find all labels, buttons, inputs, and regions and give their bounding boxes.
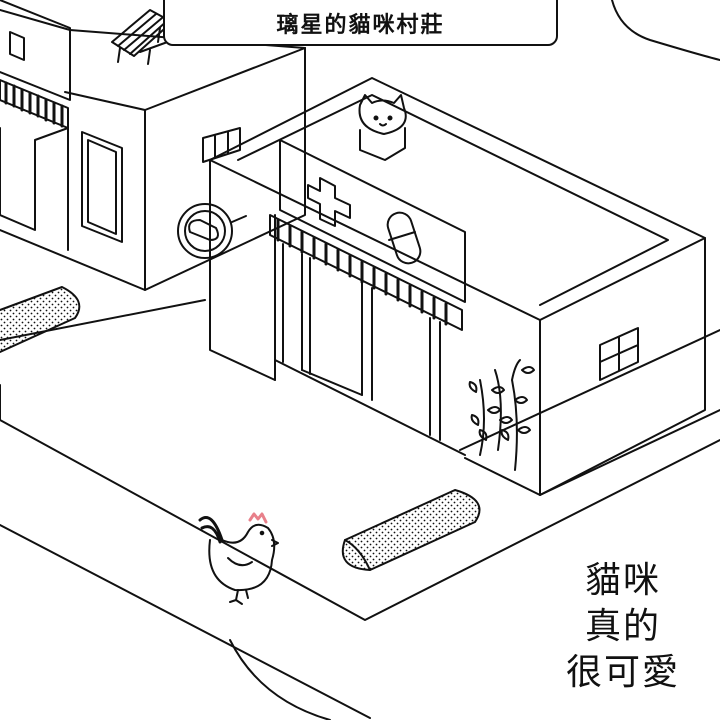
- caption-line-1: 貓咪: [584, 560, 661, 601]
- caption-line-3: 很可愛: [565, 652, 680, 693]
- chicken-character[interactable]: [198, 512, 279, 605]
- street-edge: [0, 524, 371, 719]
- shop-building[interactable]: [0, 0, 306, 291]
- curb-line: [229, 639, 331, 720]
- hedge-left: [0, 286, 81, 353]
- game-title: 璃星的貓咪村莊: [276, 12, 445, 38]
- game-title-banner: 璃星的貓咪村莊: [163, 0, 558, 46]
- sidewalk: [0, 384, 720, 621]
- pill-icon: [386, 211, 422, 265]
- block-outline: [0, 299, 720, 496]
- pharmacy-building[interactable]: [209, 77, 706, 496]
- caption-line-2: 真的: [584, 606, 661, 647]
- hedge-front: [341, 489, 481, 571]
- cat-character[interactable]: [358, 94, 407, 161]
- pharmacy-sign: [279, 139, 466, 303]
- cross-icon: [307, 177, 351, 227]
- road-edge: [611, 0, 720, 61]
- handwritten-caption: 貓咪 真的 很可愛: [548, 558, 698, 696]
